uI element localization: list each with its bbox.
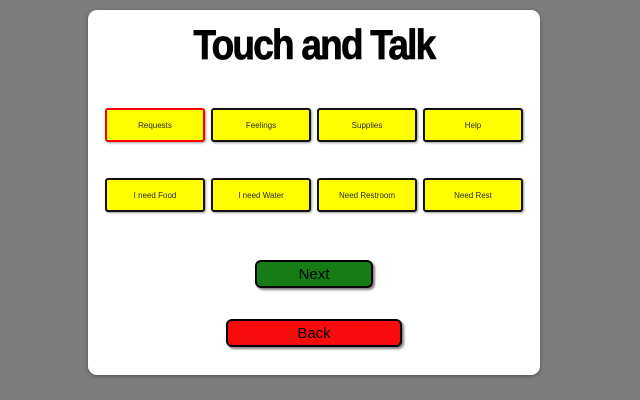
category-button-feelings[interactable]: Feelings — [211, 108, 311, 142]
phrase-button-i-need-water[interactable]: I need Water — [211, 178, 311, 212]
category-button-row: Requests Feelings Supplies Help — [105, 108, 523, 142]
back-button[interactable]: Back — [226, 319, 402, 347]
category-button-supplies[interactable]: Supplies — [317, 108, 417, 142]
page-title: Touch and Talk — [193, 21, 436, 68]
category-button-help[interactable]: Help — [423, 108, 523, 142]
next-button[interactable]: Next — [255, 260, 373, 288]
phrase-button-row: I need Food I need Water Need Restroom N… — [105, 178, 523, 212]
phrase-button-i-need-food[interactable]: I need Food — [105, 178, 205, 212]
app-card: Touch and Talk Requests Feelings Supplie… — [88, 10, 540, 375]
phrase-button-need-rest[interactable]: Need Rest — [423, 178, 523, 212]
phrase-button-need-restroom[interactable]: Need Restroom — [317, 178, 417, 212]
category-button-requests[interactable]: Requests — [105, 108, 205, 142]
